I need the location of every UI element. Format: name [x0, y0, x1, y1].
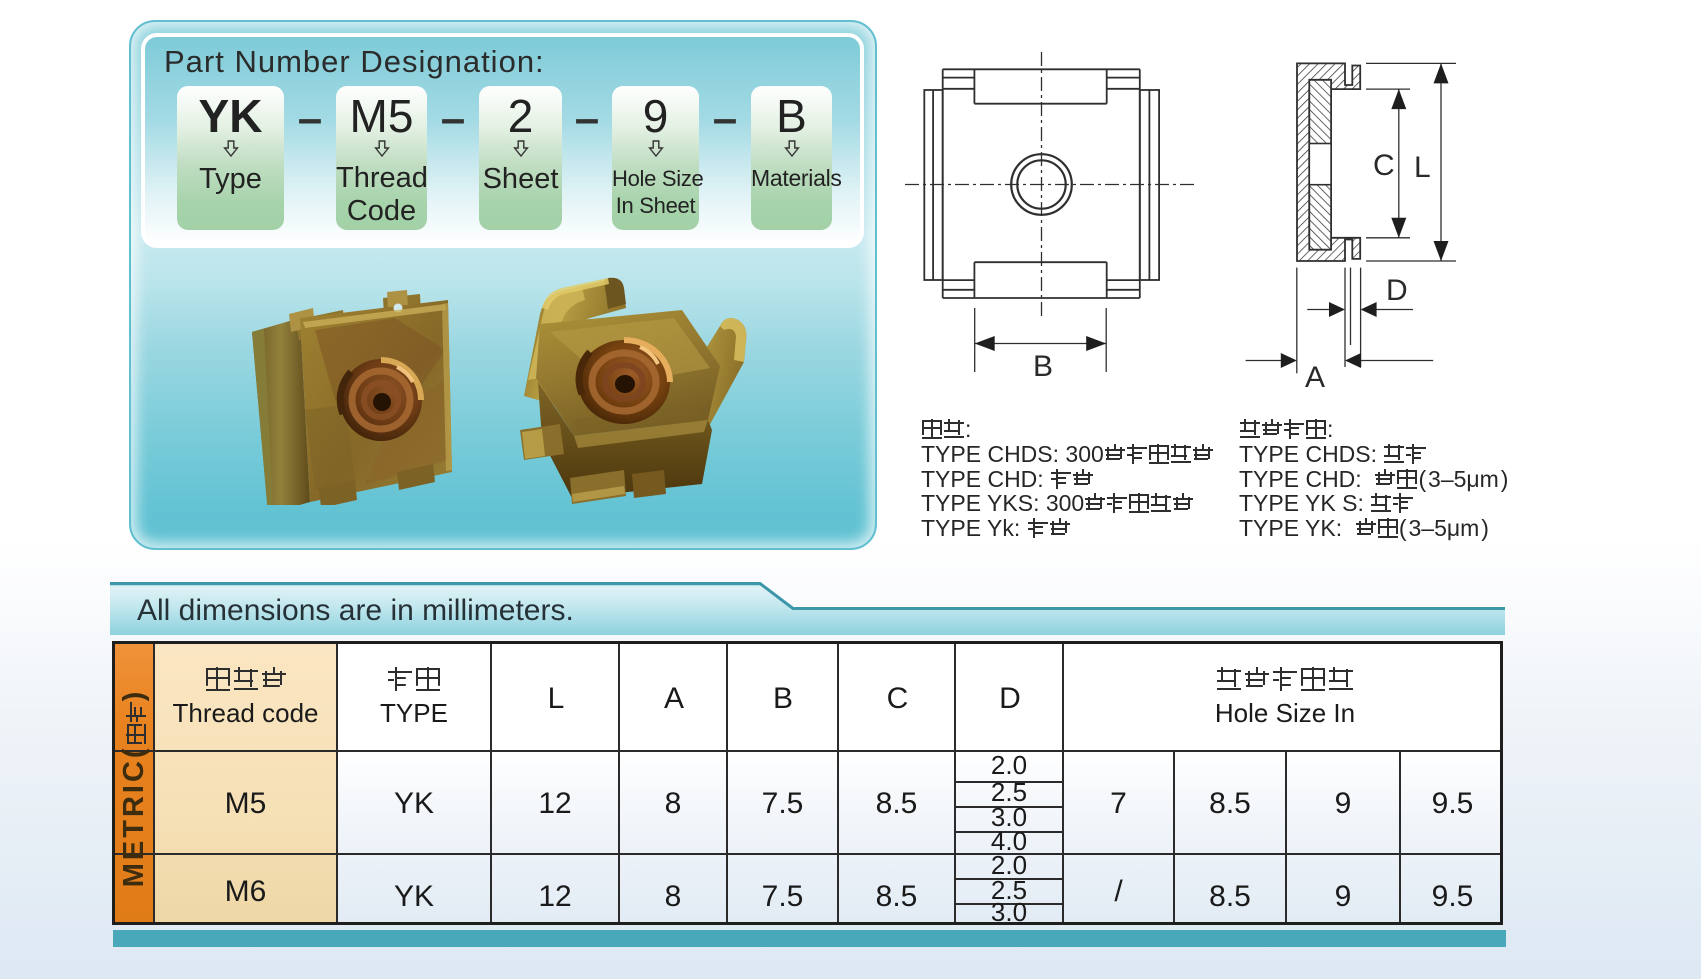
svg-text:D: D: [1386, 274, 1408, 307]
svg-text:A: A: [1305, 361, 1325, 394]
svg-text:C: C: [1373, 149, 1395, 182]
svg-text:L: L: [1414, 151, 1431, 184]
svg-text:B: B: [1033, 350, 1053, 383]
